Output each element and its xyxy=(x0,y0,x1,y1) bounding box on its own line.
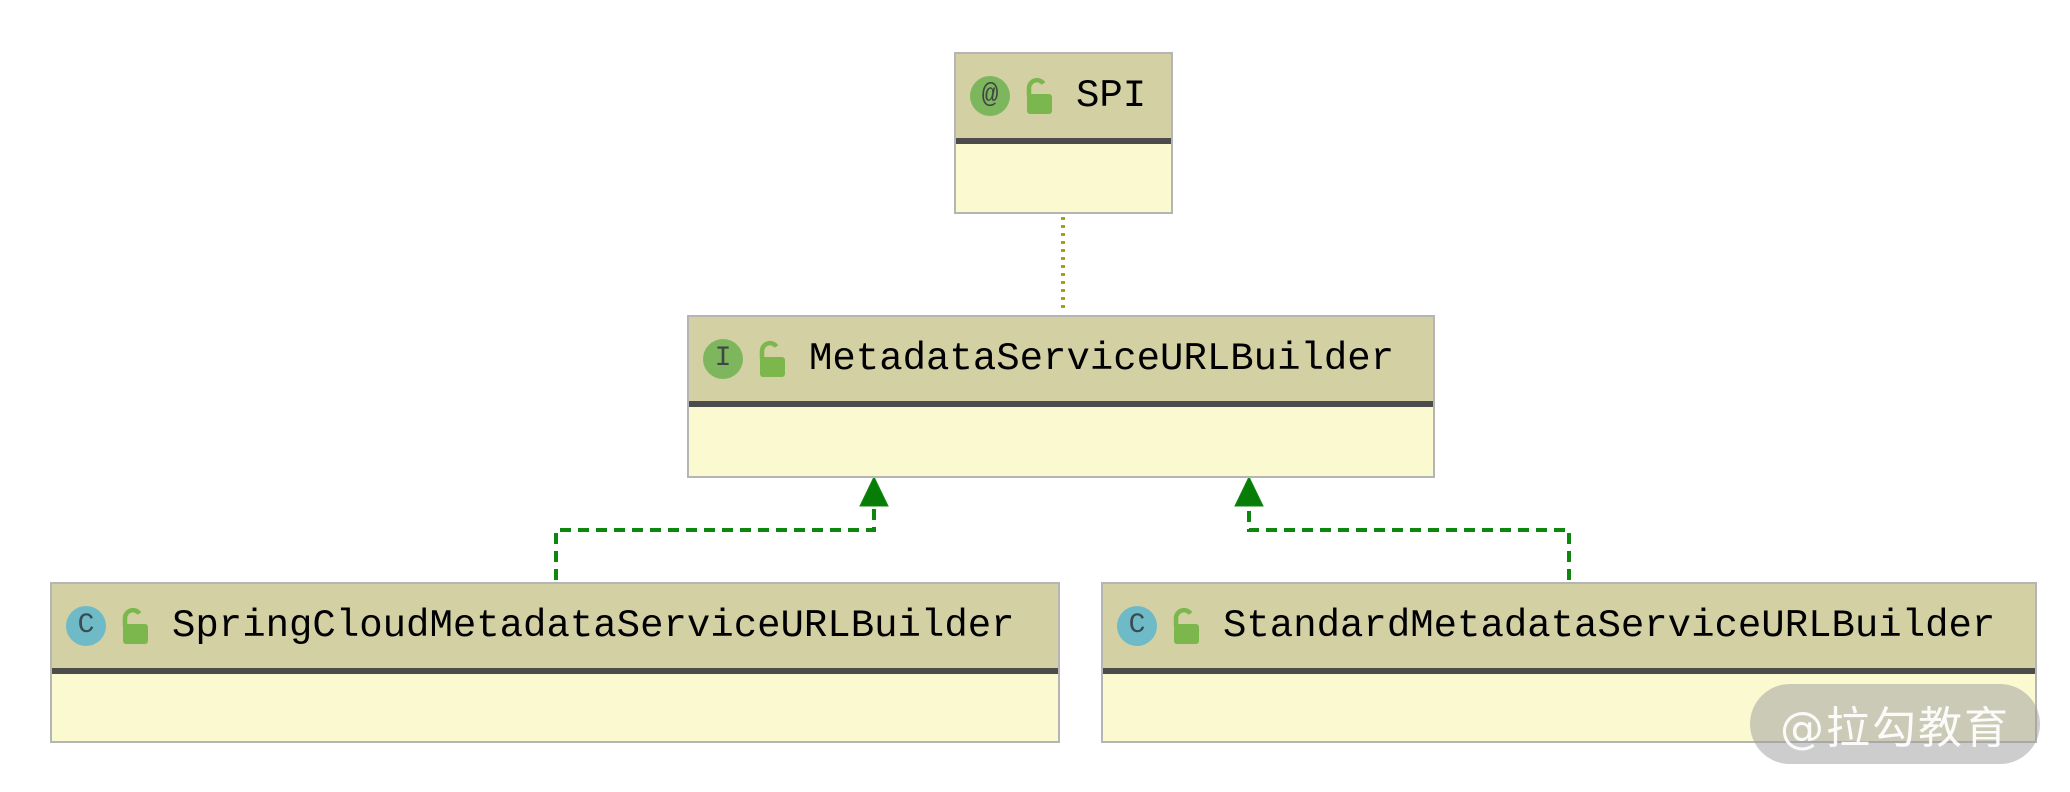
node-label: MetadataServiceURLBuilder xyxy=(809,337,1395,381)
public-lock-icon xyxy=(755,339,787,379)
node-header: I MetadataServiceURLBuilder xyxy=(689,317,1433,401)
node-metadataserviceurlbuilder-interface[interactable]: I MetadataServiceURLBuilder xyxy=(687,315,1435,478)
public-lock-icon xyxy=(118,606,150,646)
node-members-compartment xyxy=(689,407,1433,476)
class-icon: C xyxy=(66,606,106,646)
class-icon: C xyxy=(1117,606,1157,646)
watermark: @拉勾教育 xyxy=(1750,684,2040,764)
node-header: @ SPI xyxy=(956,54,1171,138)
node-label: StandardMetadataServiceURLBuilder xyxy=(1223,604,1996,648)
node-label: SPI xyxy=(1076,74,1147,118)
node-members-compartment xyxy=(956,144,1171,212)
public-lock-icon xyxy=(1022,76,1054,116)
node-spi-annotation[interactable]: @ SPI xyxy=(954,52,1173,214)
node-springcloudmetadataserviceurlbuilder-class[interactable]: C SpringCloudMetadataServiceURLBuilder xyxy=(50,582,1060,743)
realization-arrowhead-left xyxy=(859,475,889,507)
node-members-compartment xyxy=(52,674,1058,741)
node-label: SpringCloudMetadataServiceURLBuilder xyxy=(172,604,1015,648)
node-standardmetadataserviceurlbuilder-class[interactable]: C StandardMetadataServiceURLBuilder xyxy=(1101,582,2037,743)
node-separator xyxy=(52,668,1058,674)
annotation-icon: @ xyxy=(970,76,1010,116)
public-lock-icon xyxy=(1169,606,1201,646)
edge-realization-springcloud[interactable] xyxy=(554,506,876,580)
node-separator xyxy=(689,401,1433,407)
edge-realization-standard[interactable] xyxy=(1247,506,1571,580)
node-separator xyxy=(1103,668,2035,674)
interface-icon: I xyxy=(703,339,743,379)
realization-arrowhead-right xyxy=(1234,475,1264,507)
node-header: C StandardMetadataServiceURLBuilder xyxy=(1103,584,2035,668)
node-separator xyxy=(956,138,1171,144)
watermark-text: @拉勾教育 xyxy=(1780,703,2010,754)
node-header: C SpringCloudMetadataServiceURLBuilder xyxy=(52,584,1058,668)
